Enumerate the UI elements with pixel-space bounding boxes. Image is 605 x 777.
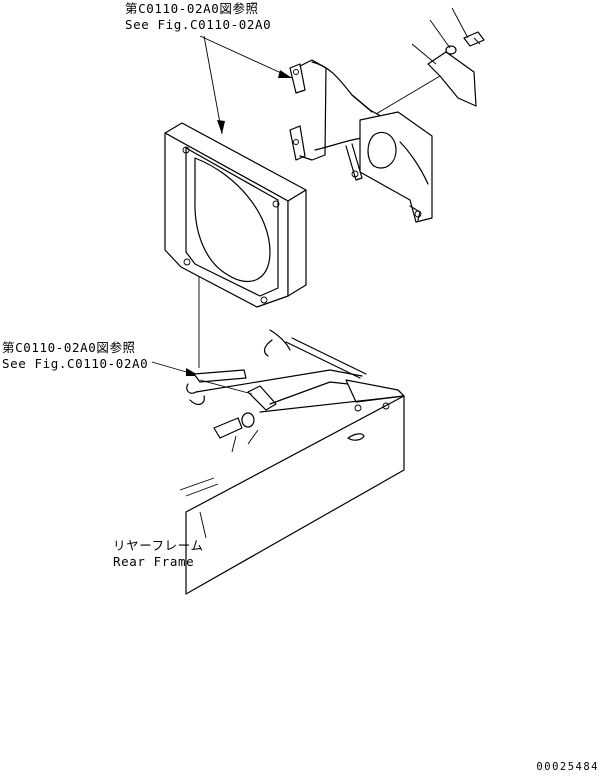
- top-reference-en: See Fig.C0110-02A0: [125, 17, 272, 32]
- top-reference-jp: 第C0110-02A0図参照: [125, 1, 259, 16]
- support-bracket-assembly: [289, 59, 433, 223]
- rear-frame: [179, 329, 405, 595]
- rear-frame-label-en: Rear Frame: [113, 554, 195, 569]
- figure-id: 00025484: [536, 761, 599, 773]
- lower-stay-assembly: [151, 361, 277, 453]
- top-reference-leaders: [199, 35, 293, 135]
- left-reference-en: See Fig.C0110-02A0: [2, 356, 149, 371]
- left-figure-reference: 第C0110-02A0図参照 See Fig.C0110-02A0: [2, 340, 148, 372]
- cover-plate-and-bolt: [375, 7, 485, 115]
- fan-shroud: [164, 122, 307, 368]
- top-figure-reference: 第C0110-02A0図参照 See Fig.C0110-02A0: [125, 1, 271, 33]
- rear-frame-label: リヤーフレーム Rear Frame: [113, 538, 204, 570]
- left-reference-jp: 第C0110-02A0図参照: [2, 340, 136, 355]
- rear-frame-label-jp: リヤーフレーム: [113, 538, 204, 553]
- rear-frame-leader: [199, 511, 207, 539]
